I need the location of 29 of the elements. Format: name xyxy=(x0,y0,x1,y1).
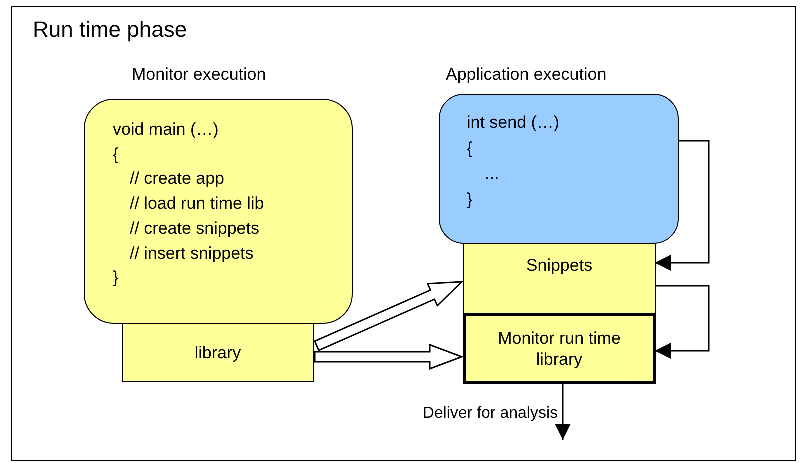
arrow xyxy=(655,285,710,359)
edge-label: Deliver for analysis xyxy=(422,405,558,423)
box-label: library xyxy=(194,342,242,364)
snippets-box xyxy=(463,243,656,314)
column-heading: Monitor execution xyxy=(132,65,266,85)
code-line: } xyxy=(467,190,473,210)
code-line: } xyxy=(113,268,119,288)
arrow xyxy=(655,140,710,271)
column-heading: Application execution xyxy=(446,65,607,85)
code-line: // create snippets xyxy=(130,218,260,239)
code-line: // load run time lib xyxy=(130,194,264,214)
block-arrow xyxy=(314,344,464,370)
library-box xyxy=(122,323,314,382)
code-line: { xyxy=(113,144,119,165)
panel-heading: Run time phase xyxy=(33,17,188,43)
code-line: { xyxy=(467,138,473,158)
code-line: void main (…) xyxy=(113,120,219,140)
box-label: Snippets xyxy=(525,256,594,276)
frame-panel xyxy=(11,6,796,461)
code-line: // insert snippets xyxy=(130,244,254,264)
code-box xyxy=(84,99,353,324)
code-box xyxy=(439,94,679,244)
arrow xyxy=(555,383,571,440)
code-line: ... xyxy=(485,164,500,184)
block-arrow xyxy=(314,281,464,352)
runtime-library-box xyxy=(463,313,656,384)
code-line: // create app xyxy=(130,169,225,190)
box-label: Monitor run time library xyxy=(498,327,621,370)
code-line: int send (…) xyxy=(467,113,560,133)
